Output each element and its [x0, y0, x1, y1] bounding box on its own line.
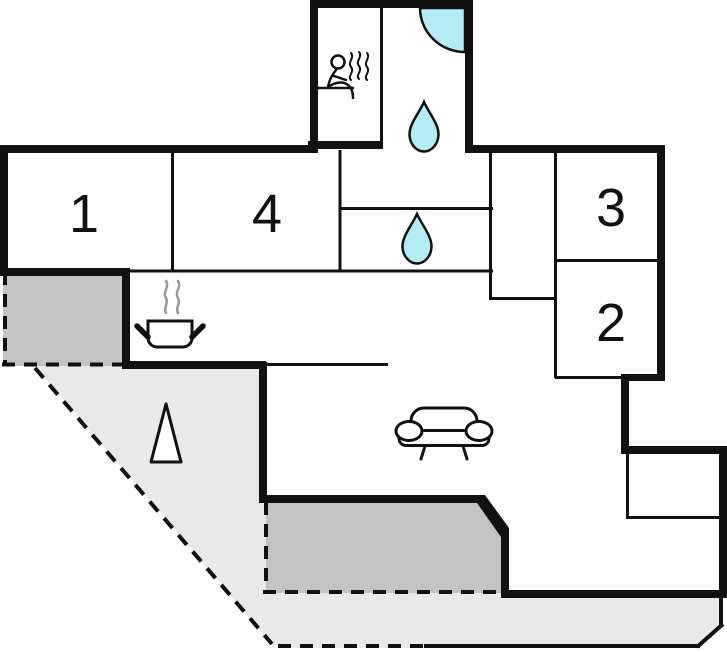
water-icons [401, 6, 467, 265]
wall [657, 145, 665, 381]
sofa-leg-left [419, 444, 427, 461]
garden-area [35, 366, 722, 648]
room-3-label: 3 [596, 178, 626, 238]
room-4-label: 4 [252, 184, 282, 244]
garden-diagonal-edge [33, 366, 274, 646]
sofa-icon [394, 406, 494, 461]
wall [621, 374, 661, 381]
sofa-armrest-left [394, 420, 424, 442]
wall [0, 268, 129, 276]
water-droplet-icon [408, 98, 440, 153]
wall [122, 268, 130, 368]
wall [501, 529, 509, 598]
outdoor-areas [3, 271, 722, 648]
terrace-bottom [266, 500, 506, 593]
sauna-person-body [326, 68, 355, 100]
sofa-armrest-right [464, 420, 494, 442]
wall [122, 361, 266, 369]
wall [310, 0, 473, 8]
wall [465, 145, 665, 153]
tree-icon [149, 402, 183, 464]
sauna-icon [316, 51, 370, 100]
wall [259, 495, 481, 503]
terrace-top-left [3, 271, 129, 366]
wall [0, 145, 8, 276]
water-droplet-icon [401, 210, 433, 265]
wall [621, 374, 629, 453]
room-2-label: 2 [596, 293, 626, 353]
wall [259, 362, 267, 503]
garden-bevel-edge [695, 622, 725, 649]
sauna-steam [348, 51, 370, 81]
pot-body [146, 319, 194, 349]
pot-handle-left [134, 323, 151, 340]
stove-pot-icon [134, 279, 206, 349]
wall [310, 0, 318, 150]
wall [308, 141, 383, 149]
pot-steam [163, 279, 181, 315]
wall [465, 0, 473, 150]
wall [501, 590, 727, 598]
wall [0, 145, 318, 153]
dashed-boundaries [2, 272, 506, 648]
corner-shower-icon [418, 6, 467, 54]
wall-bevel [477, 495, 509, 537]
wall [719, 446, 727, 597]
exterior-walls [0, 0, 727, 598]
sauna-person-head [330, 54, 346, 70]
room-1-label: 1 [69, 184, 99, 244]
sofa-leg-right [461, 444, 469, 461]
wall [621, 446, 727, 454]
interior-walls [129, 5, 722, 519]
room-labels: 1 4 3 2 [69, 178, 626, 353]
pot-handle-right [189, 323, 206, 340]
